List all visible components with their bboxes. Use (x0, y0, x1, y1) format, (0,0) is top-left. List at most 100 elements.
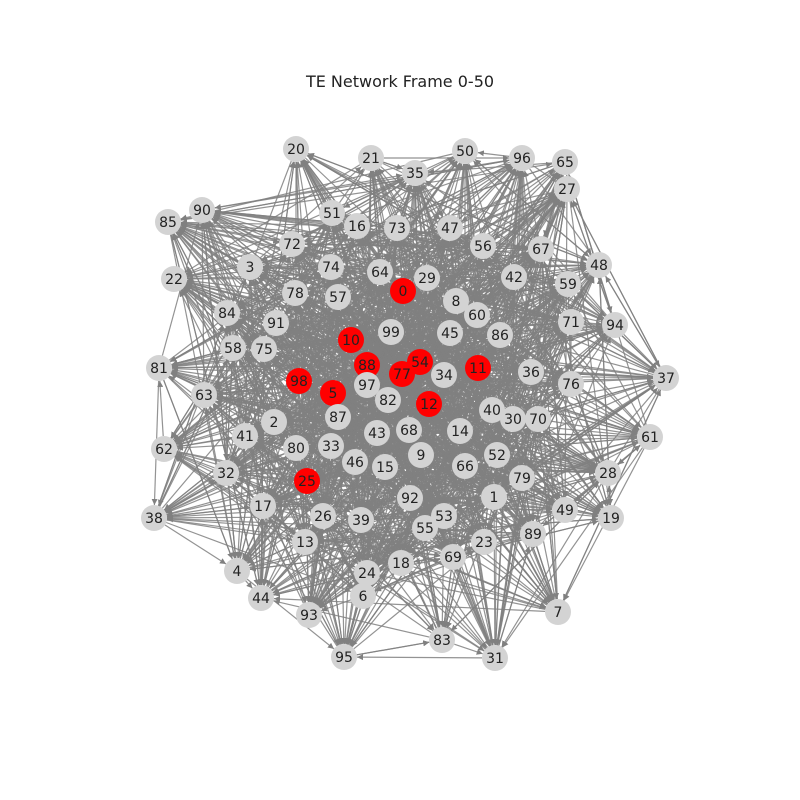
node-circle (319, 200, 345, 226)
edge-92-41 (256, 439, 399, 494)
edge-83-31 (454, 643, 483, 655)
node-label: 65 (556, 155, 574, 171)
node-circle (481, 484, 507, 510)
node-label: 64 (371, 265, 389, 281)
node-circle (375, 387, 401, 413)
edge-97-8 (376, 309, 447, 377)
edge-37-27 (572, 200, 661, 367)
node-label: 4 (233, 564, 242, 580)
node-circle (447, 418, 473, 444)
node-21: 21 (358, 145, 384, 171)
node-49: 49 (552, 497, 578, 523)
edge-80-75 (266, 361, 293, 436)
edge-84-78 (239, 295, 283, 310)
edge-96-48 (529, 168, 592, 255)
node-68: 68 (396, 417, 422, 443)
edge-94-58 (245, 325, 603, 350)
node-circle (191, 382, 217, 408)
edge-98-8 (310, 306, 445, 376)
node-60: 60 (464, 302, 490, 328)
edge-37-7 (562, 389, 662, 601)
node-circle (354, 372, 380, 398)
node-17: 17 (250, 493, 276, 519)
node-label: 0 (399, 284, 408, 300)
node-99: 99 (378, 319, 404, 345)
node-label: 53 (435, 509, 453, 525)
node-40: 40 (479, 397, 505, 423)
node-label: 57 (329, 290, 347, 306)
node-circle (482, 645, 508, 671)
node-circle (525, 406, 551, 432)
node-circle (248, 585, 274, 611)
node-79: 79 (509, 465, 535, 491)
edge-64-21 (369, 170, 380, 260)
node-circle (146, 355, 172, 381)
edge-86-83 (442, 347, 499, 628)
node-label: 12 (420, 397, 438, 413)
node-97: 97 (354, 372, 380, 398)
node-label: 69 (444, 550, 462, 566)
node-circle (263, 310, 289, 336)
edge-97-53 (373, 395, 438, 506)
node-circle (213, 460, 239, 486)
edge-95-53 (351, 526, 437, 647)
node-circle (484, 442, 510, 468)
node-circle (224, 558, 250, 584)
node-26: 26 (310, 503, 336, 529)
node-circle (296, 602, 322, 628)
node-78: 78 (282, 280, 308, 306)
node-circle (189, 197, 215, 223)
node-88: 88 (354, 352, 380, 378)
node-circle (402, 160, 428, 186)
node-72: 72 (279, 231, 305, 257)
edge-97-87 (346, 394, 359, 408)
node-label: 58 (224, 341, 242, 357)
node-label: 30 (504, 412, 522, 428)
edge-71-48 (576, 276, 594, 311)
edge-62-41 (176, 436, 233, 448)
edge-61-59 (573, 295, 645, 426)
node-label: 17 (254, 499, 272, 515)
node-label: 55 (416, 521, 434, 537)
edge-85-65 (180, 161, 553, 221)
node-46: 46 (342, 449, 368, 475)
node-circle (520, 521, 546, 547)
node-6: 6 (350, 583, 376, 609)
node-circle (283, 136, 309, 162)
node-circle (518, 359, 544, 385)
node-label: 85 (159, 215, 177, 231)
node-66: 66 (452, 453, 478, 479)
node-label: 49 (556, 503, 574, 519)
edge-31-89 (498, 546, 531, 646)
edge-70-37 (550, 380, 654, 416)
node-96: 96 (509, 145, 535, 171)
node-label: 67 (532, 242, 550, 258)
edge-99-98 (310, 337, 380, 376)
node-circle (637, 424, 663, 450)
edge-46-95 (342, 474, 355, 645)
node-95: 95 (331, 644, 357, 670)
node-16: 16 (344, 213, 370, 239)
node-circle (161, 266, 187, 292)
node-18: 18 (388, 550, 414, 576)
node-label: 63 (195, 388, 213, 404)
node-circle (261, 409, 287, 435)
node-circle (429, 627, 455, 653)
node-label: 84 (218, 306, 236, 322)
edge-38-84 (157, 324, 224, 507)
node-label: 56 (474, 239, 492, 255)
node-label: 74 (322, 260, 340, 276)
edge-84-93 (229, 325, 307, 603)
node-circle (151, 436, 177, 462)
node-77: 77 (389, 361, 415, 387)
node-circle (294, 468, 320, 494)
node-label: 76 (562, 377, 580, 393)
node-circle (350, 583, 376, 609)
node-circle (602, 312, 628, 338)
node-label: 90 (193, 203, 211, 219)
edge-61-31 (502, 447, 643, 648)
edge-81-24 (167, 376, 359, 565)
node-71: 71 (558, 309, 584, 335)
node-label: 88 (358, 358, 376, 374)
node-circle (471, 529, 497, 555)
